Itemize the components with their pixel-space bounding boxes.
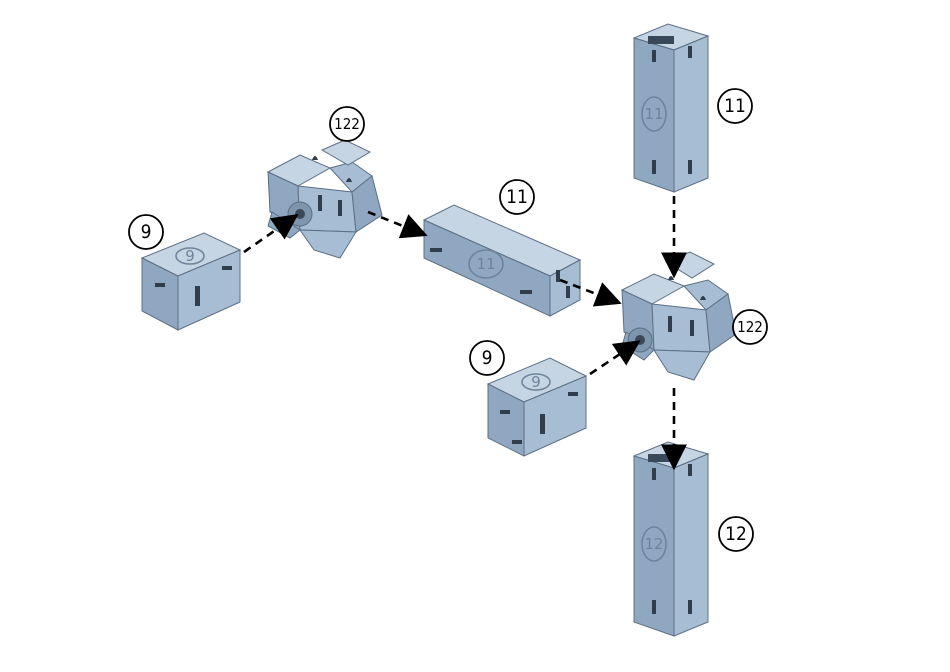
callout-label: 9 <box>482 347 493 369</box>
callout-9-center: 9 <box>470 341 504 375</box>
part-9-left-cube: 9 <box>142 233 240 330</box>
callout-9-left: 9 <box>129 215 163 249</box>
connector-122-right <box>622 252 736 380</box>
part-12-vertical-emboss: 12 <box>644 535 663 553</box>
arrow-9-to-122-right <box>590 346 632 374</box>
callout-label: 122 <box>334 115 360 133</box>
callout-122-right: 122 <box>733 310 767 344</box>
callout-label: 11 <box>506 186 528 208</box>
connector-122-left <box>268 140 382 258</box>
callout-label: 9 <box>141 221 152 243</box>
part-11-horizontal-tube: 11 <box>424 205 580 316</box>
callout-11-vertical: 11 <box>718 89 752 123</box>
callout-11-horizontal: 11 <box>500 180 534 214</box>
part-11-horizontal-emboss: 11 <box>476 255 495 273</box>
callout-122-left: 122 <box>330 107 364 141</box>
part-12-vertical-tube: 12 <box>634 442 708 636</box>
arrow-9-to-122-left <box>244 220 290 252</box>
part-11-vertical-emboss: 11 <box>644 105 663 123</box>
callout-label: 12 <box>725 523 747 545</box>
part-9-left-emboss: 9 <box>185 247 195 265</box>
part-11-vertical-tube: 11 <box>634 24 708 192</box>
callout-12-vertical: 12 <box>719 517 753 551</box>
part-9-center-cube: 9 <box>488 358 586 456</box>
callout-label: 11 <box>724 95 746 117</box>
part-9-center-emboss: 9 <box>531 373 541 391</box>
callout-label: 122 <box>737 318 763 336</box>
